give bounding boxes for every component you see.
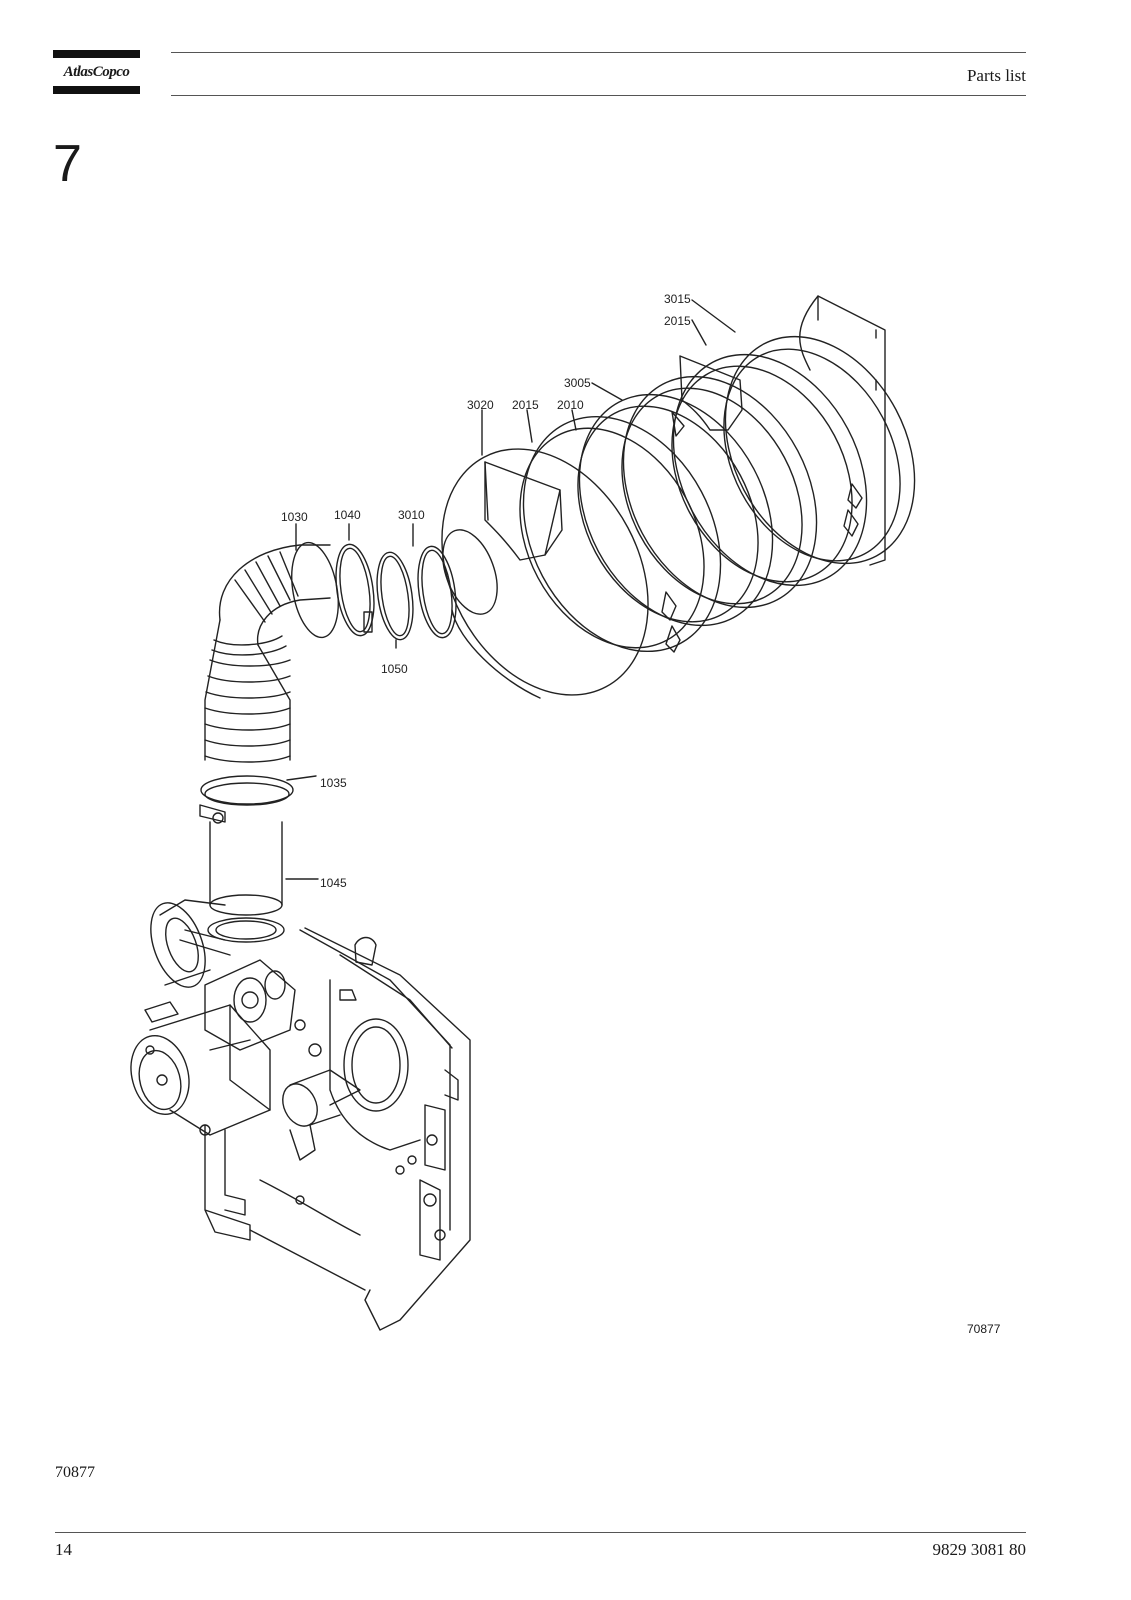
callout-2010: 2010: [557, 398, 584, 412]
callout-2015-front: 2015: [512, 398, 539, 412]
logo-wordmark: AtlasCopco: [63, 64, 130, 80]
callout-1040: 1040: [334, 508, 361, 522]
callout-3005: 3005: [564, 376, 591, 390]
callout-1050: 1050: [381, 662, 408, 676]
section-number: 7: [53, 135, 82, 193]
logo-bar-top: [53, 50, 140, 58]
page-number: 14: [55, 1540, 72, 1559]
callout-3015: 3015: [664, 292, 691, 306]
figure-id-label: 70877: [967, 1322, 1001, 1336]
header-rule-bottom: [171, 95, 1026, 96]
figure-caption: 70877: [55, 1464, 95, 1481]
footer-rule: [55, 1532, 1026, 1533]
callout-1035: 1035: [320, 776, 347, 790]
atlas-copco-logo: AtlasCopco: [53, 50, 140, 94]
document-number: 9829 3081 80: [932, 1540, 1027, 1559]
callout-3020: 3020: [467, 398, 494, 412]
callout-1030: 1030: [281, 510, 308, 524]
header-rule-top: [171, 52, 1026, 53]
callout-1045: 1045: [320, 876, 347, 890]
callout-2015-rear: 2015: [664, 314, 691, 328]
header-title: Parts list: [966, 66, 1026, 85]
logo-bar-bottom: [53, 86, 140, 94]
callout-3010: 3010: [398, 508, 425, 522]
